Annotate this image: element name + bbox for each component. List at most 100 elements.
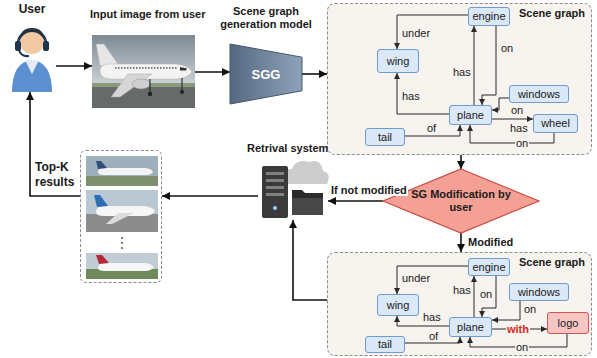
- flow-connector: [26, 92, 80, 196]
- user-icon-part: [43, 41, 49, 51]
- arrow-head: [457, 244, 465, 252]
- result-thumbnails-part: [106, 213, 134, 224]
- graph-node: windows: [509, 283, 569, 301]
- relation-label: on: [515, 341, 529, 353]
- connector-line: [492, 119, 533, 120]
- flow-connector: [289, 220, 327, 300]
- arrow-head: [457, 161, 465, 169]
- node-label: wheel: [541, 117, 570, 130]
- node-label: windows: [518, 88, 560, 101]
- node-label: wing: [387, 299, 410, 312]
- connector-line: [492, 301, 520, 320]
- node-label: tail: [378, 131, 392, 144]
- flow-connector: [302, 70, 327, 78]
- connector-line: [492, 98, 509, 110]
- connector-line: [293, 220, 327, 300]
- connector-line: [397, 73, 449, 114]
- flow-connector: [162, 192, 258, 200]
- retrieval-server-icon-part: [266, 193, 284, 196]
- node-label: tail: [378, 338, 392, 351]
- user-icon-part: [18, 30, 46, 44]
- arrow-head: [457, 337, 463, 343]
- node-label: plane: [457, 109, 484, 122]
- node-label: windows: [518, 286, 560, 299]
- input-photo-part: [180, 67, 187, 71]
- graph-node: tail: [365, 128, 405, 146]
- user-node: User: [8, 22, 56, 92]
- sgg-model: Scene graph generation modelSGG: [230, 44, 302, 104]
- relation-label: on: [515, 137, 529, 149]
- arrow-head: [222, 68, 230, 76]
- retrieval-system-node: Retrival system: [258, 160, 328, 220]
- graph-node: engine: [468, 7, 510, 26]
- result-thumbnails-part: [86, 156, 158, 176]
- model-trapezoid-shape: [230, 44, 302, 104]
- graph-node: wing: [377, 49, 419, 73]
- arrow-head: [492, 317, 498, 323]
- added-graph-node: logo: [547, 312, 589, 334]
- node-label: logo: [558, 317, 579, 330]
- flow-label: If not modified: [330, 184, 408, 196]
- user-icon-part: [15, 41, 21, 51]
- result-thumbnails-part: [86, 176, 158, 186]
- relation-label: on: [523, 303, 537, 315]
- result-thumbnails-part: [98, 263, 154, 271]
- relation-label: on: [510, 104, 524, 116]
- input-photo-part: [132, 79, 150, 89]
- result-thumbnails-part: [98, 168, 153, 175]
- input-photo-part: [92, 87, 195, 108]
- result-thumbnails-part: [94, 195, 108, 207]
- arrow-head: [289, 220, 297, 228]
- relation-label: of: [428, 330, 439, 342]
- result-thumbnails: [86, 156, 158, 279]
- result-thumbnails-part: [121, 237, 123, 239]
- user-icon: [12, 28, 52, 92]
- graph-node: tail: [365, 336, 405, 353]
- flow-connector: [457, 233, 465, 252]
- graph-node: wheel: [533, 114, 578, 133]
- arrow-head: [492, 107, 498, 113]
- relation-label: on: [479, 288, 493, 300]
- flow-connector: [328, 197, 383, 205]
- relation-connector: [492, 301, 520, 323]
- relation-connector: [471, 26, 477, 105]
- result-thumbnails-part: [96, 161, 107, 169]
- arrow-head: [467, 125, 473, 131]
- node-heading: Retrival system: [247, 142, 328, 155]
- node-heading: Input image from user: [90, 8, 206, 21]
- relation-connector: [479, 276, 496, 317]
- decision-label: SG Modification by user: [411, 188, 511, 214]
- arrow-head: [84, 62, 92, 70]
- graph-node: wing: [377, 294, 419, 316]
- graph-node: plane: [449, 317, 492, 337]
- node-label: plane: [457, 321, 484, 334]
- diamond-shape: [383, 169, 539, 233]
- arrow-head: [328, 197, 336, 205]
- node-label: wing: [387, 55, 410, 68]
- panel-ground: [327, 252, 592, 356]
- graph-node: windows: [509, 85, 569, 103]
- relation-label: has: [452, 66, 472, 78]
- retrieval-server-icon: [262, 161, 329, 218]
- arrow-head: [471, 26, 477, 32]
- input-photo-part: [180, 90, 184, 94]
- retrieval-server-icon-part: [292, 190, 323, 215]
- retrieval-server-icon-part: [262, 166, 288, 218]
- result-thumbnails-part: [96, 255, 109, 264]
- model-label: SGG: [252, 68, 281, 81]
- input-photo-part: [181, 78, 182, 91]
- arrow-head: [394, 316, 400, 322]
- relation-label: has: [452, 284, 472, 296]
- graph-node: engine: [468, 258, 510, 276]
- arrow-head: [162, 192, 170, 200]
- arrow-head: [457, 125, 463, 131]
- relation-connector: [492, 98, 509, 113]
- connector-line: [162, 195, 258, 197]
- relation-label: has: [422, 311, 442, 323]
- panel-heading: Scene graph: [519, 7, 585, 20]
- node-heading: Scene graph generation model: [212, 5, 320, 31]
- connector-line: [397, 15, 468, 49]
- flow-connector: [56, 62, 92, 70]
